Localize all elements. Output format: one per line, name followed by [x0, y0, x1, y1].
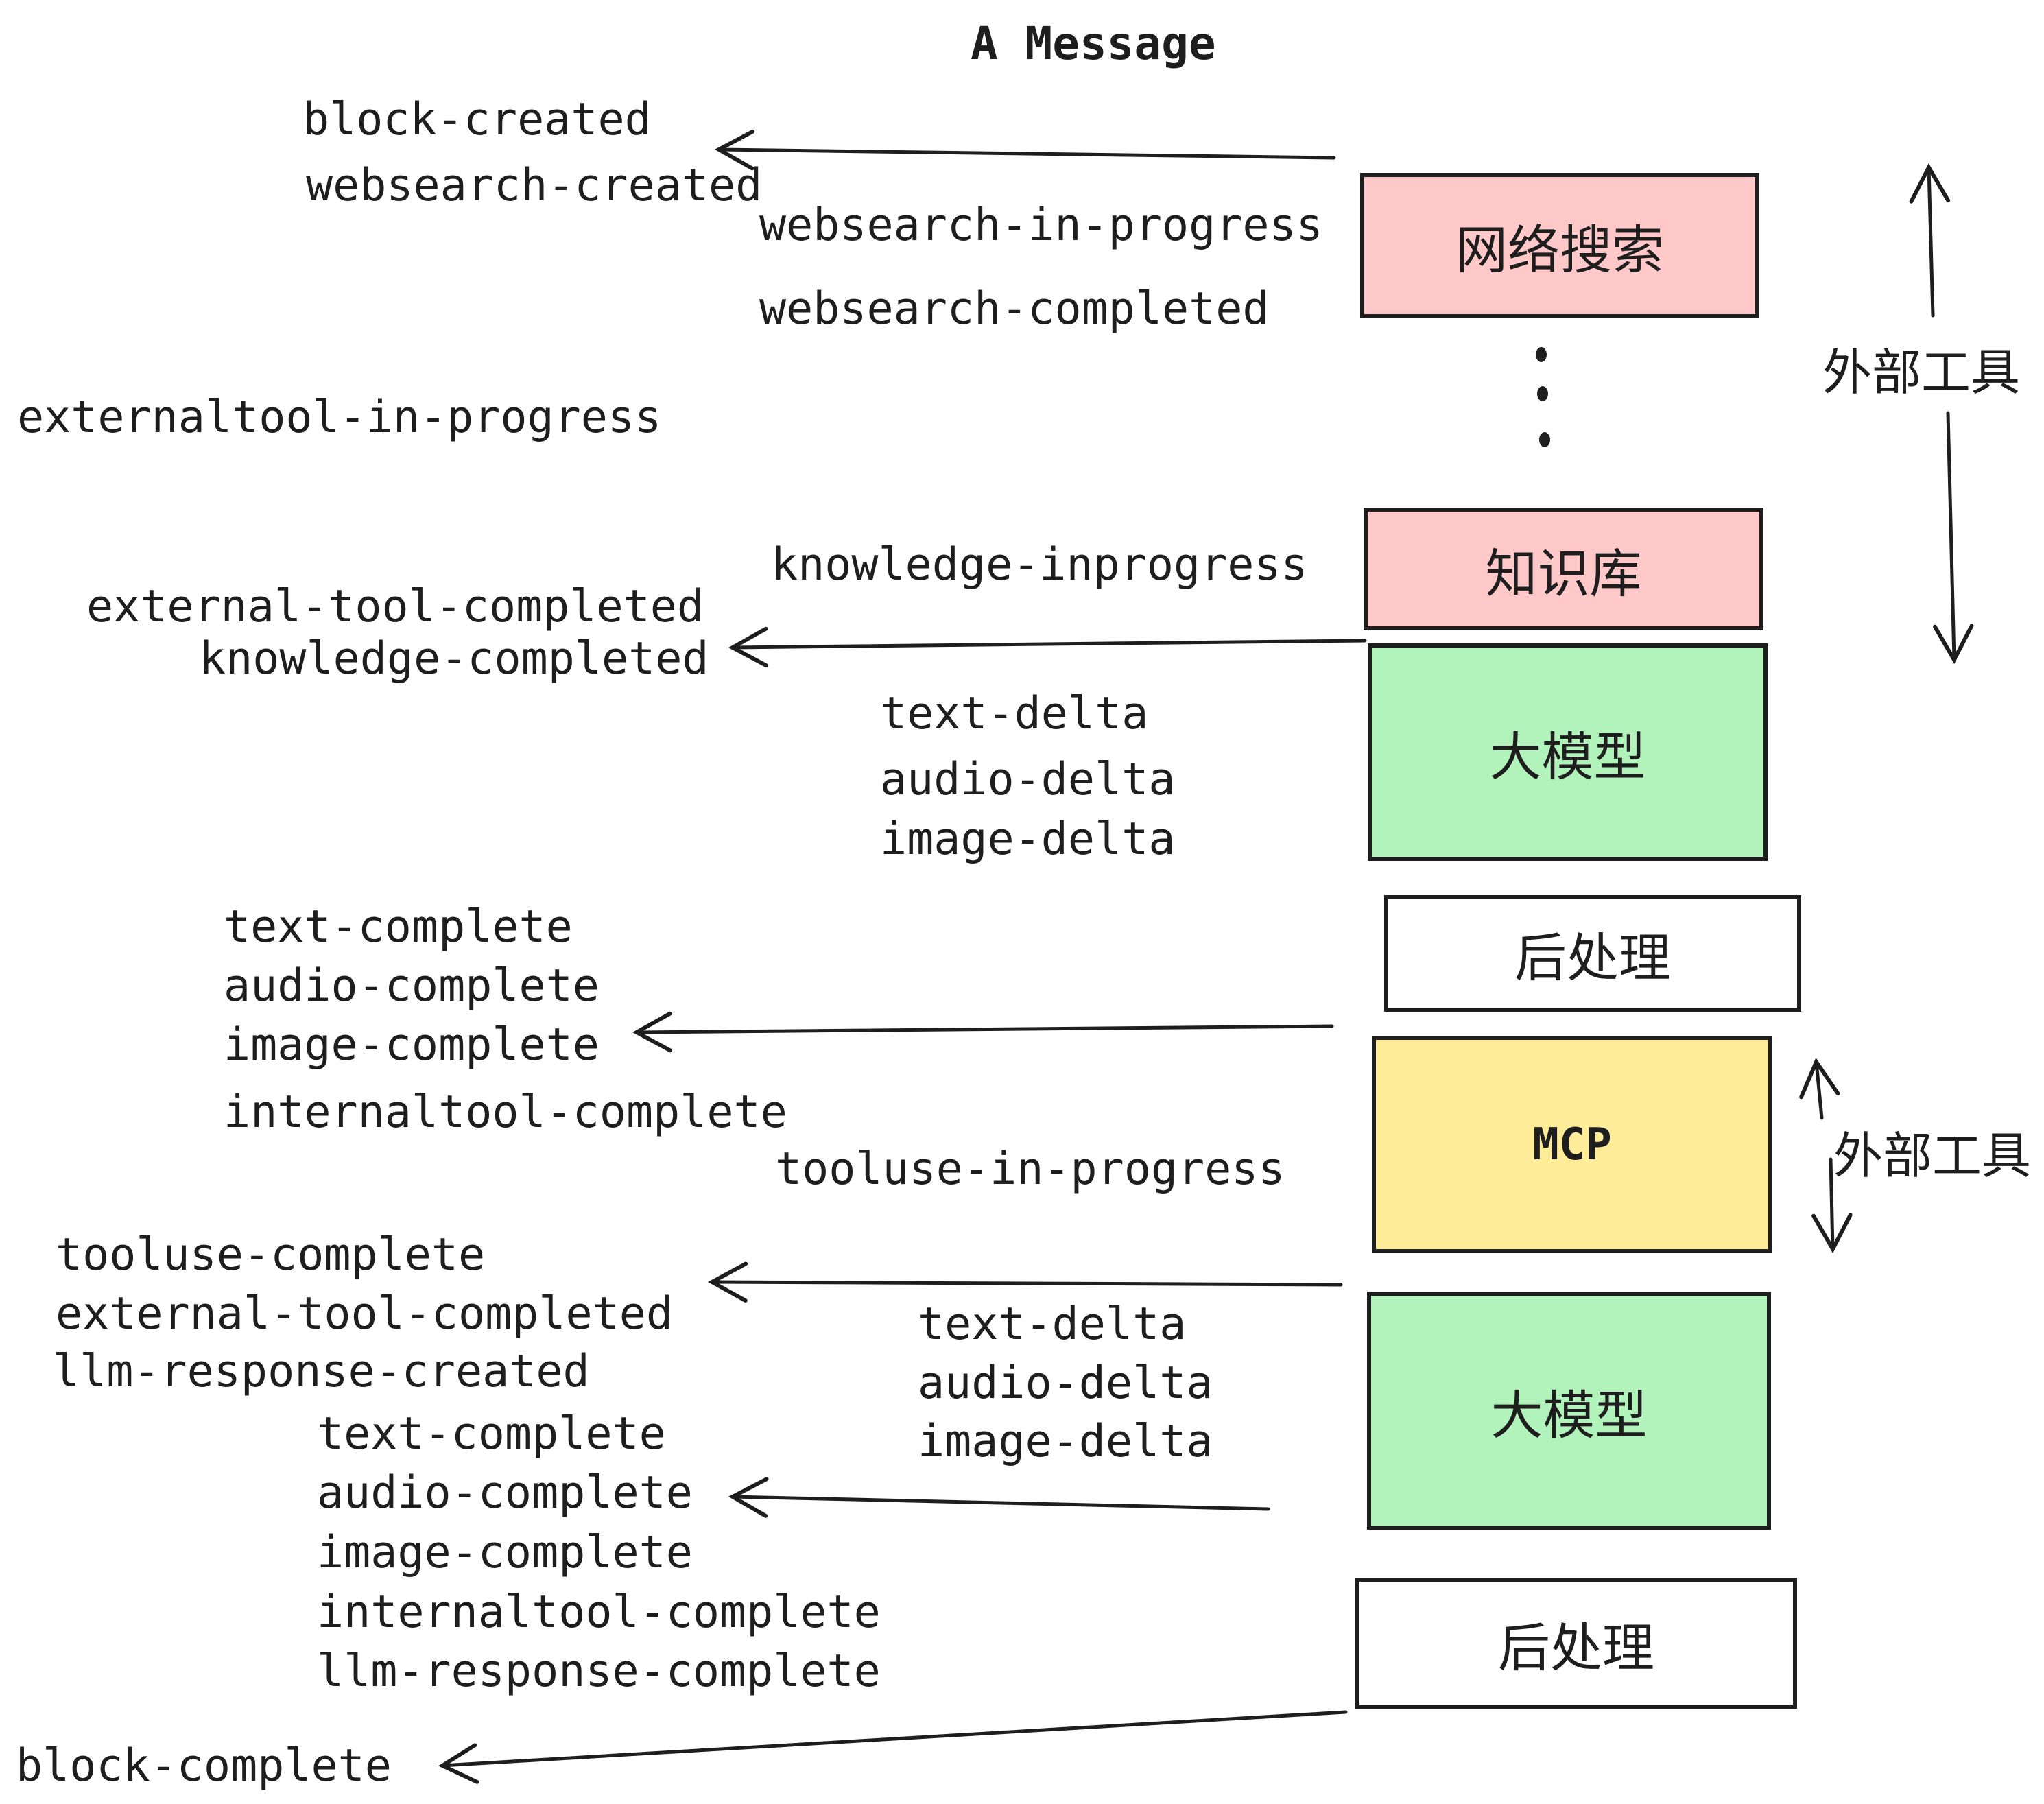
diagram-title: A Message — [971, 17, 1216, 70]
event-label: audio-complete — [317, 1467, 693, 1519]
arrow-left-icon — [728, 626, 1367, 668]
event-label: audio-delta — [918, 1357, 1213, 1409]
stage-box-label: 后处理 — [1498, 1617, 1654, 1678]
external-tools-label: 外部工具 — [1822, 344, 2021, 401]
stage-box-label: MCP — [1532, 1119, 1612, 1170]
arrow-up-icon — [1909, 163, 1951, 318]
event-label: text-complete — [317, 1408, 666, 1460]
stage-box-label: 知识库 — [1485, 543, 1642, 604]
stage-box-postprocess-1: 后处理 — [1384, 895, 1801, 1012]
arrow-down-icon — [1933, 411, 1974, 665]
event-label: websearch-completed — [759, 283, 1270, 335]
event-label: text-delta — [918, 1298, 1187, 1350]
event-label: audio-complete — [224, 960, 599, 1012]
event-label: internaltool-complete — [317, 1587, 881, 1638]
event-label: tooluse-in-progress — [775, 1143, 1285, 1195]
event-label: websearch-in-progress — [759, 200, 1323, 251]
stage-box-mcp: MCP — [1372, 1036, 1772, 1253]
stage-box-llm-2: 大模型 — [1367, 1292, 1771, 1530]
event-label: websearch-created — [306, 160, 763, 211]
event-label: knowledge-inprogress — [771, 539, 1308, 591]
stage-box-label: 后处理 — [1514, 927, 1671, 988]
ellipsis-dots-icon — [1536, 347, 1550, 447]
event-label: knowledge-completed — [199, 633, 709, 685]
event-label: image-complete — [317, 1527, 693, 1578]
event-label: internaltool-complete — [224, 1087, 787, 1138]
stage-box-postprocess-2: 后处理 — [1355, 1578, 1797, 1709]
arrow-down-icon — [1811, 1157, 1853, 1254]
stage-box-websearch: 网络搜索 — [1360, 173, 1759, 318]
event-label: block-created — [302, 94, 652, 145]
event-label: llm-response-complete — [317, 1646, 881, 1697]
stage-box-label: 大模型 — [1489, 726, 1646, 787]
event-label: image-delta — [880, 814, 1176, 865]
arrow-left-icon — [632, 1011, 1334, 1053]
event-label: image-delta — [918, 1416, 1213, 1467]
external-tools-label: 外部工具 — [1833, 1127, 2032, 1185]
event-label: tooluse-complete — [56, 1229, 486, 1281]
arrow-up-icon — [1799, 1057, 1840, 1120]
stage-box-label: 大模型 — [1490, 1384, 1648, 1446]
event-label: external-tool-completed — [56, 1288, 674, 1340]
event-label: text-complete — [224, 901, 573, 953]
event-label: text-delta — [880, 688, 1149, 739]
stage-box-label: 网络搜索 — [1455, 219, 1664, 281]
arrow-left-icon — [707, 1261, 1343, 1303]
event-label: llm-response-created — [53, 1346, 590, 1397]
stage-box-knowledge: 知识库 — [1364, 508, 1763, 630]
arrow-left-icon — [714, 129, 1336, 171]
event-label: image-complete — [224, 1019, 599, 1071]
event-label: block-complete — [16, 1740, 392, 1792]
event-label: external-tool-completed — [86, 581, 704, 632]
event-label: externaltool-in-progress — [17, 392, 662, 443]
event-label: audio-delta — [880, 754, 1176, 805]
stage-box-llm-1: 大模型 — [1368, 643, 1768, 861]
arrow-left-icon — [728, 1477, 1270, 1518]
arrow-left-icon — [438, 1710, 1348, 1784]
